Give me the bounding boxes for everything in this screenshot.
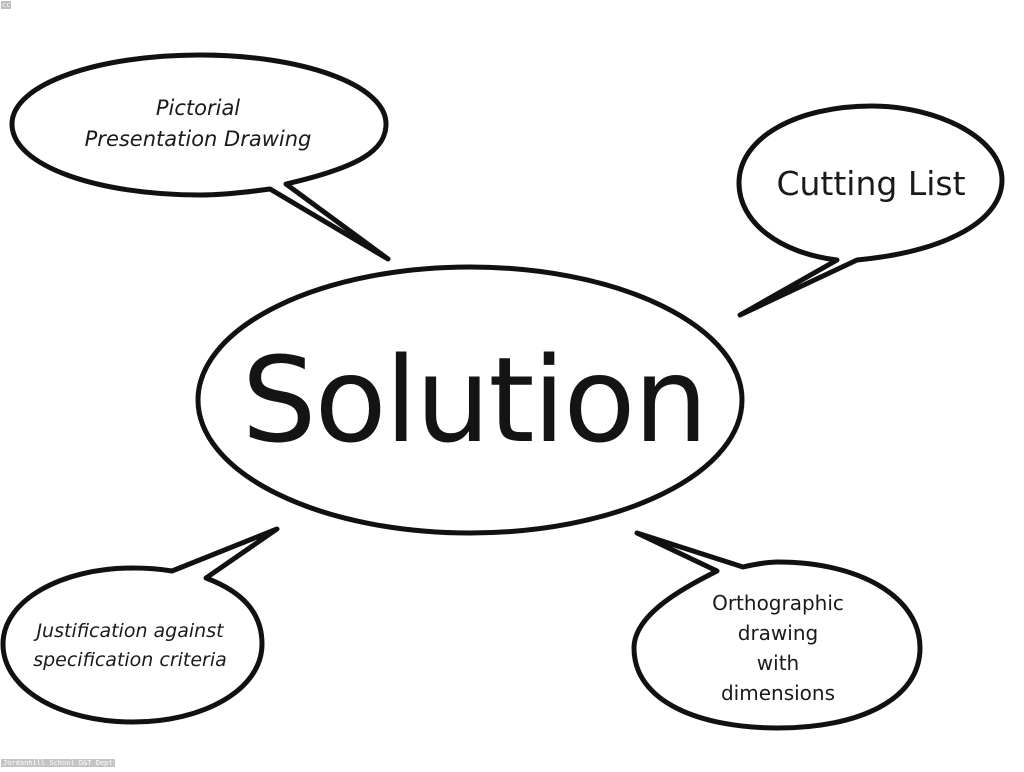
- bubble-text-line: drawing: [737, 621, 819, 645]
- speech-bubble-justification: [0, 526, 280, 725]
- center-ellipse: [195, 264, 745, 536]
- bubble-label-pictorial: Pictorial Presentation Drawing: [85, 93, 312, 155]
- speech-bubble-pictorial: [9, 52, 391, 262]
- bubble-label-justification: Justification against specification crit…: [33, 617, 227, 675]
- bubble-label-orthographic: Orthographic drawing with dimensions: [712, 588, 844, 708]
- center-title: Solution: [241, 331, 709, 469]
- bubble-text-line: Cutting List: [776, 164, 966, 203]
- corner-mark: cc: [1, 1, 12, 9]
- bubble-label-cutting-list: Cutting List: [776, 164, 965, 204]
- bubble-text-line: dimensions: [720, 681, 836, 705]
- bubble-text-line: specification criteria: [33, 649, 227, 671]
- bubble-text-line: Justification against: [36, 620, 224, 642]
- bubble-text-line: with: [756, 651, 800, 675]
- speech-bubble-cutting-list: [736, 103, 1005, 318]
- bubble-text-line: Presentation Drawing: [84, 127, 312, 151]
- footer-credit: Jordanhill School D&T Dept: [1, 759, 115, 767]
- bubble-text-line: Pictorial: [155, 96, 241, 120]
- speech-bubble-orthographic: [631, 530, 923, 731]
- bubble-text-line: Orthographic: [712, 591, 844, 615]
